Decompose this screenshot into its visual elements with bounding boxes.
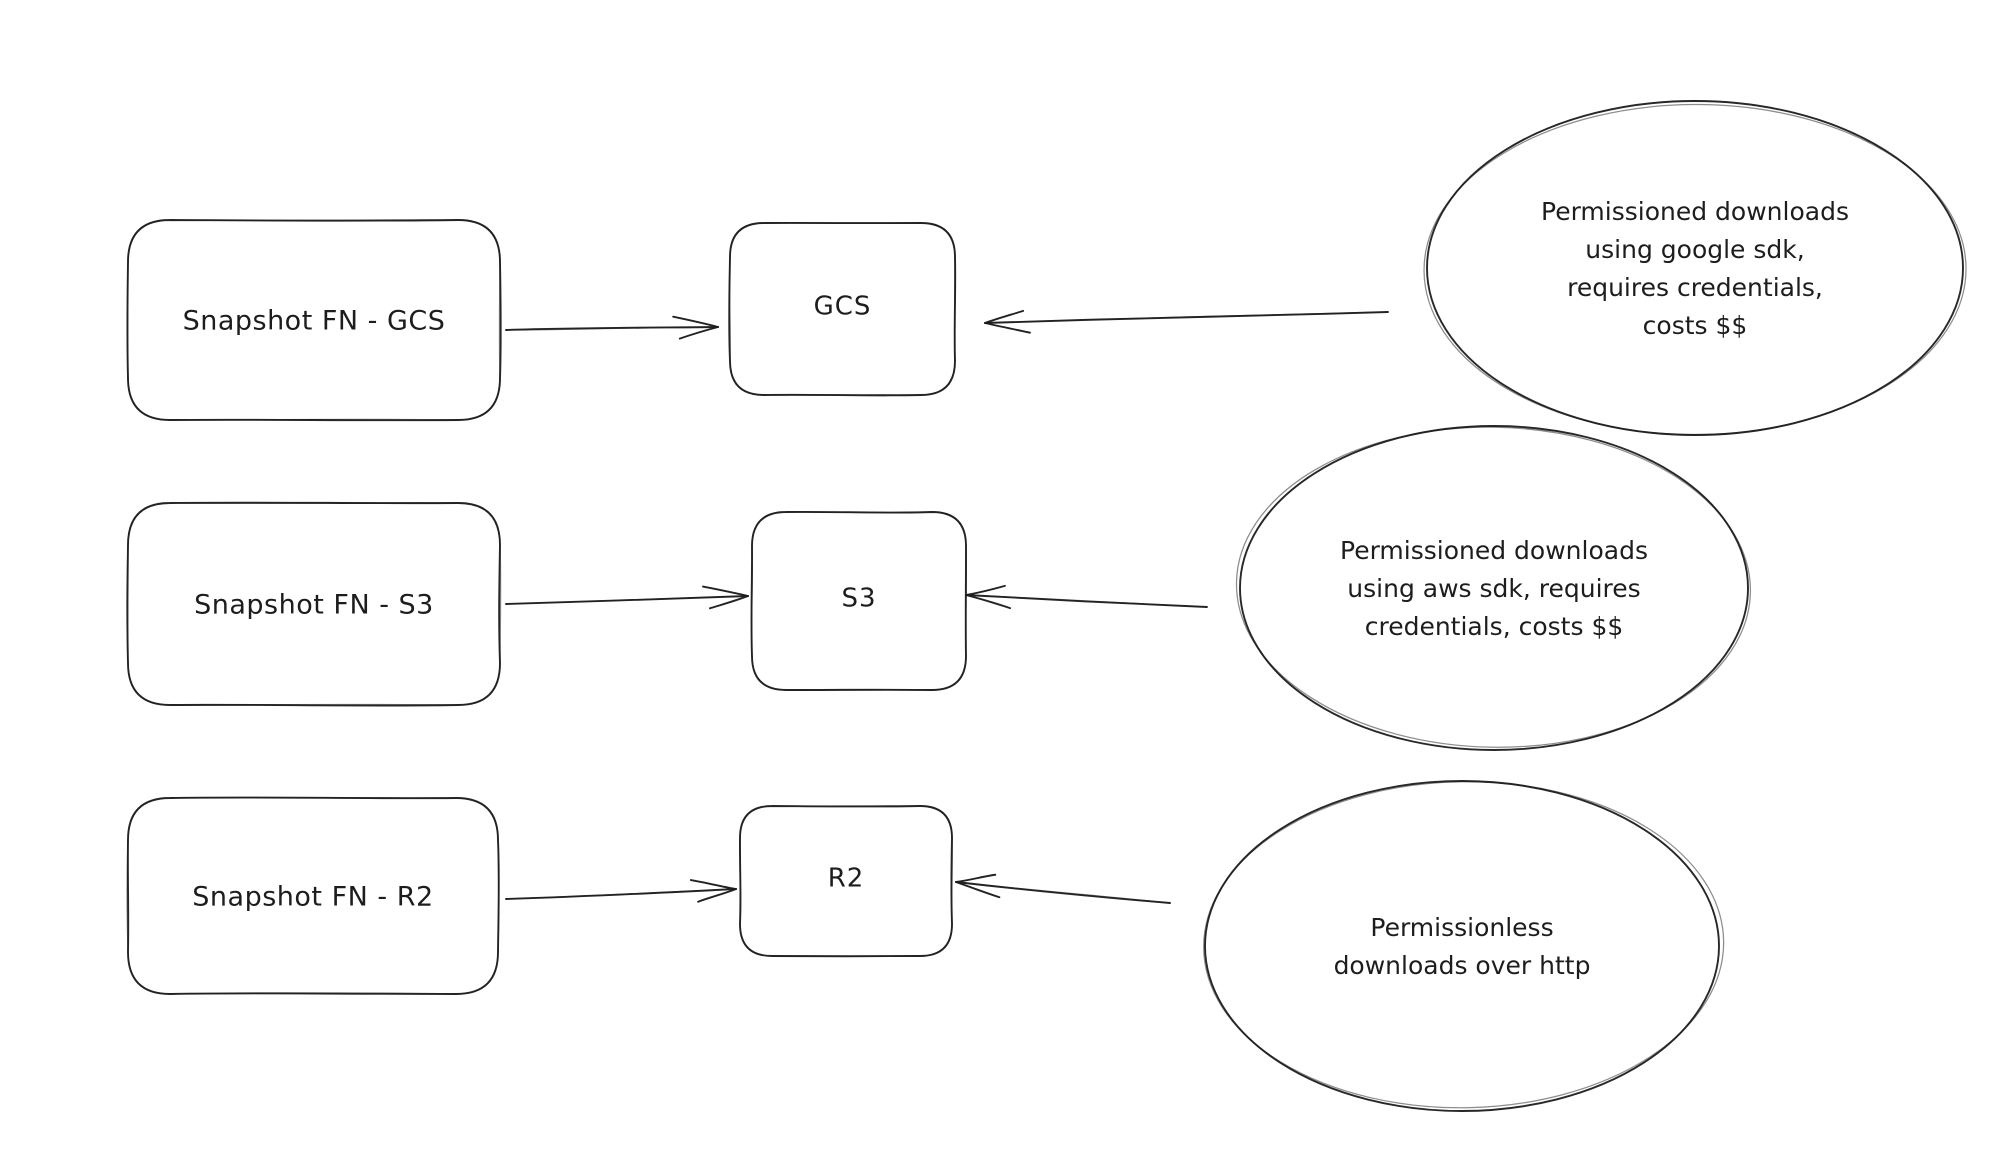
note-line: Permissioned downloads [1541, 197, 1849, 226]
note-bubble-outline [1203, 781, 1725, 1109]
source-node-outline [126, 796, 500, 995]
target-node-outline [739, 805, 953, 958]
arrow-source-to-target-head [709, 595, 749, 609]
arrow-note-to-target-head [955, 874, 996, 883]
note-line: Permissioned downloads [1340, 536, 1648, 565]
target-node-outline [750, 511, 968, 691]
arrow-source-to-target-head [672, 316, 719, 328]
arrow-source-to-target-head [697, 888, 737, 903]
note-line: credentials, costs $$ [1365, 612, 1624, 641]
arrow-source-to-target-shaft [505, 595, 749, 605]
target-node-label: GCS [814, 291, 872, 321]
arrow-note-to-target-head [965, 585, 1006, 596]
note-bubble-outline [1239, 425, 1749, 751]
arrow-source-to-target-shaft [505, 888, 737, 900]
arrow-note-to-target-head [965, 594, 1011, 609]
note-line: using google sdk, [1585, 235, 1804, 264]
arrow-note-to-target-head [955, 881, 1001, 898]
source-node-label: Snapshot FN - R2 [192, 882, 433, 913]
note-line: downloads over http [1334, 951, 1591, 980]
arrow-source-to-target-head [690, 879, 737, 890]
arrow-source-to-target-shaft [505, 326, 719, 331]
note-bubble-outline [1423, 103, 1967, 436]
note-line: costs $$ [1643, 311, 1748, 340]
arrow-note-to-target-shaft [965, 594, 1208, 608]
source-node-outline [126, 502, 502, 706]
target-node-label: R2 [828, 863, 865, 893]
source-node-label: Snapshot FN - S3 [194, 590, 434, 621]
flow-row-s3: Snapshot FN - S3 S3 Permissioned downloads… [126, 425, 1752, 751]
arrow-note-to-target-head [984, 322, 1031, 334]
note-line: using aws sdk, requires [1347, 574, 1640, 603]
arrow-note-to-target-head [984, 310, 1024, 324]
arrow-note-to-target-shaft [984, 311, 1389, 324]
arrow-note-to-target-shaft [955, 881, 1171, 904]
arrow-source-to-target-head [702, 585, 749, 597]
note-line: requires credentials, [1567, 273, 1823, 302]
source-node-outline [127, 219, 501, 421]
flow-row-gcs: Snapshot FN - GCS GCS Permissioned downloa… [126, 100, 1967, 436]
target-node-outline [728, 222, 956, 396]
target-node-label: S3 [841, 583, 876, 613]
arrow-source-to-target-head [679, 326, 719, 340]
source-node-label: Snapshot FN - GCS [183, 306, 446, 337]
note-bubble-outline [1235, 426, 1752, 748]
note-line: Permissionless [1370, 913, 1553, 942]
note-bubble-outline [1204, 780, 1720, 1112]
